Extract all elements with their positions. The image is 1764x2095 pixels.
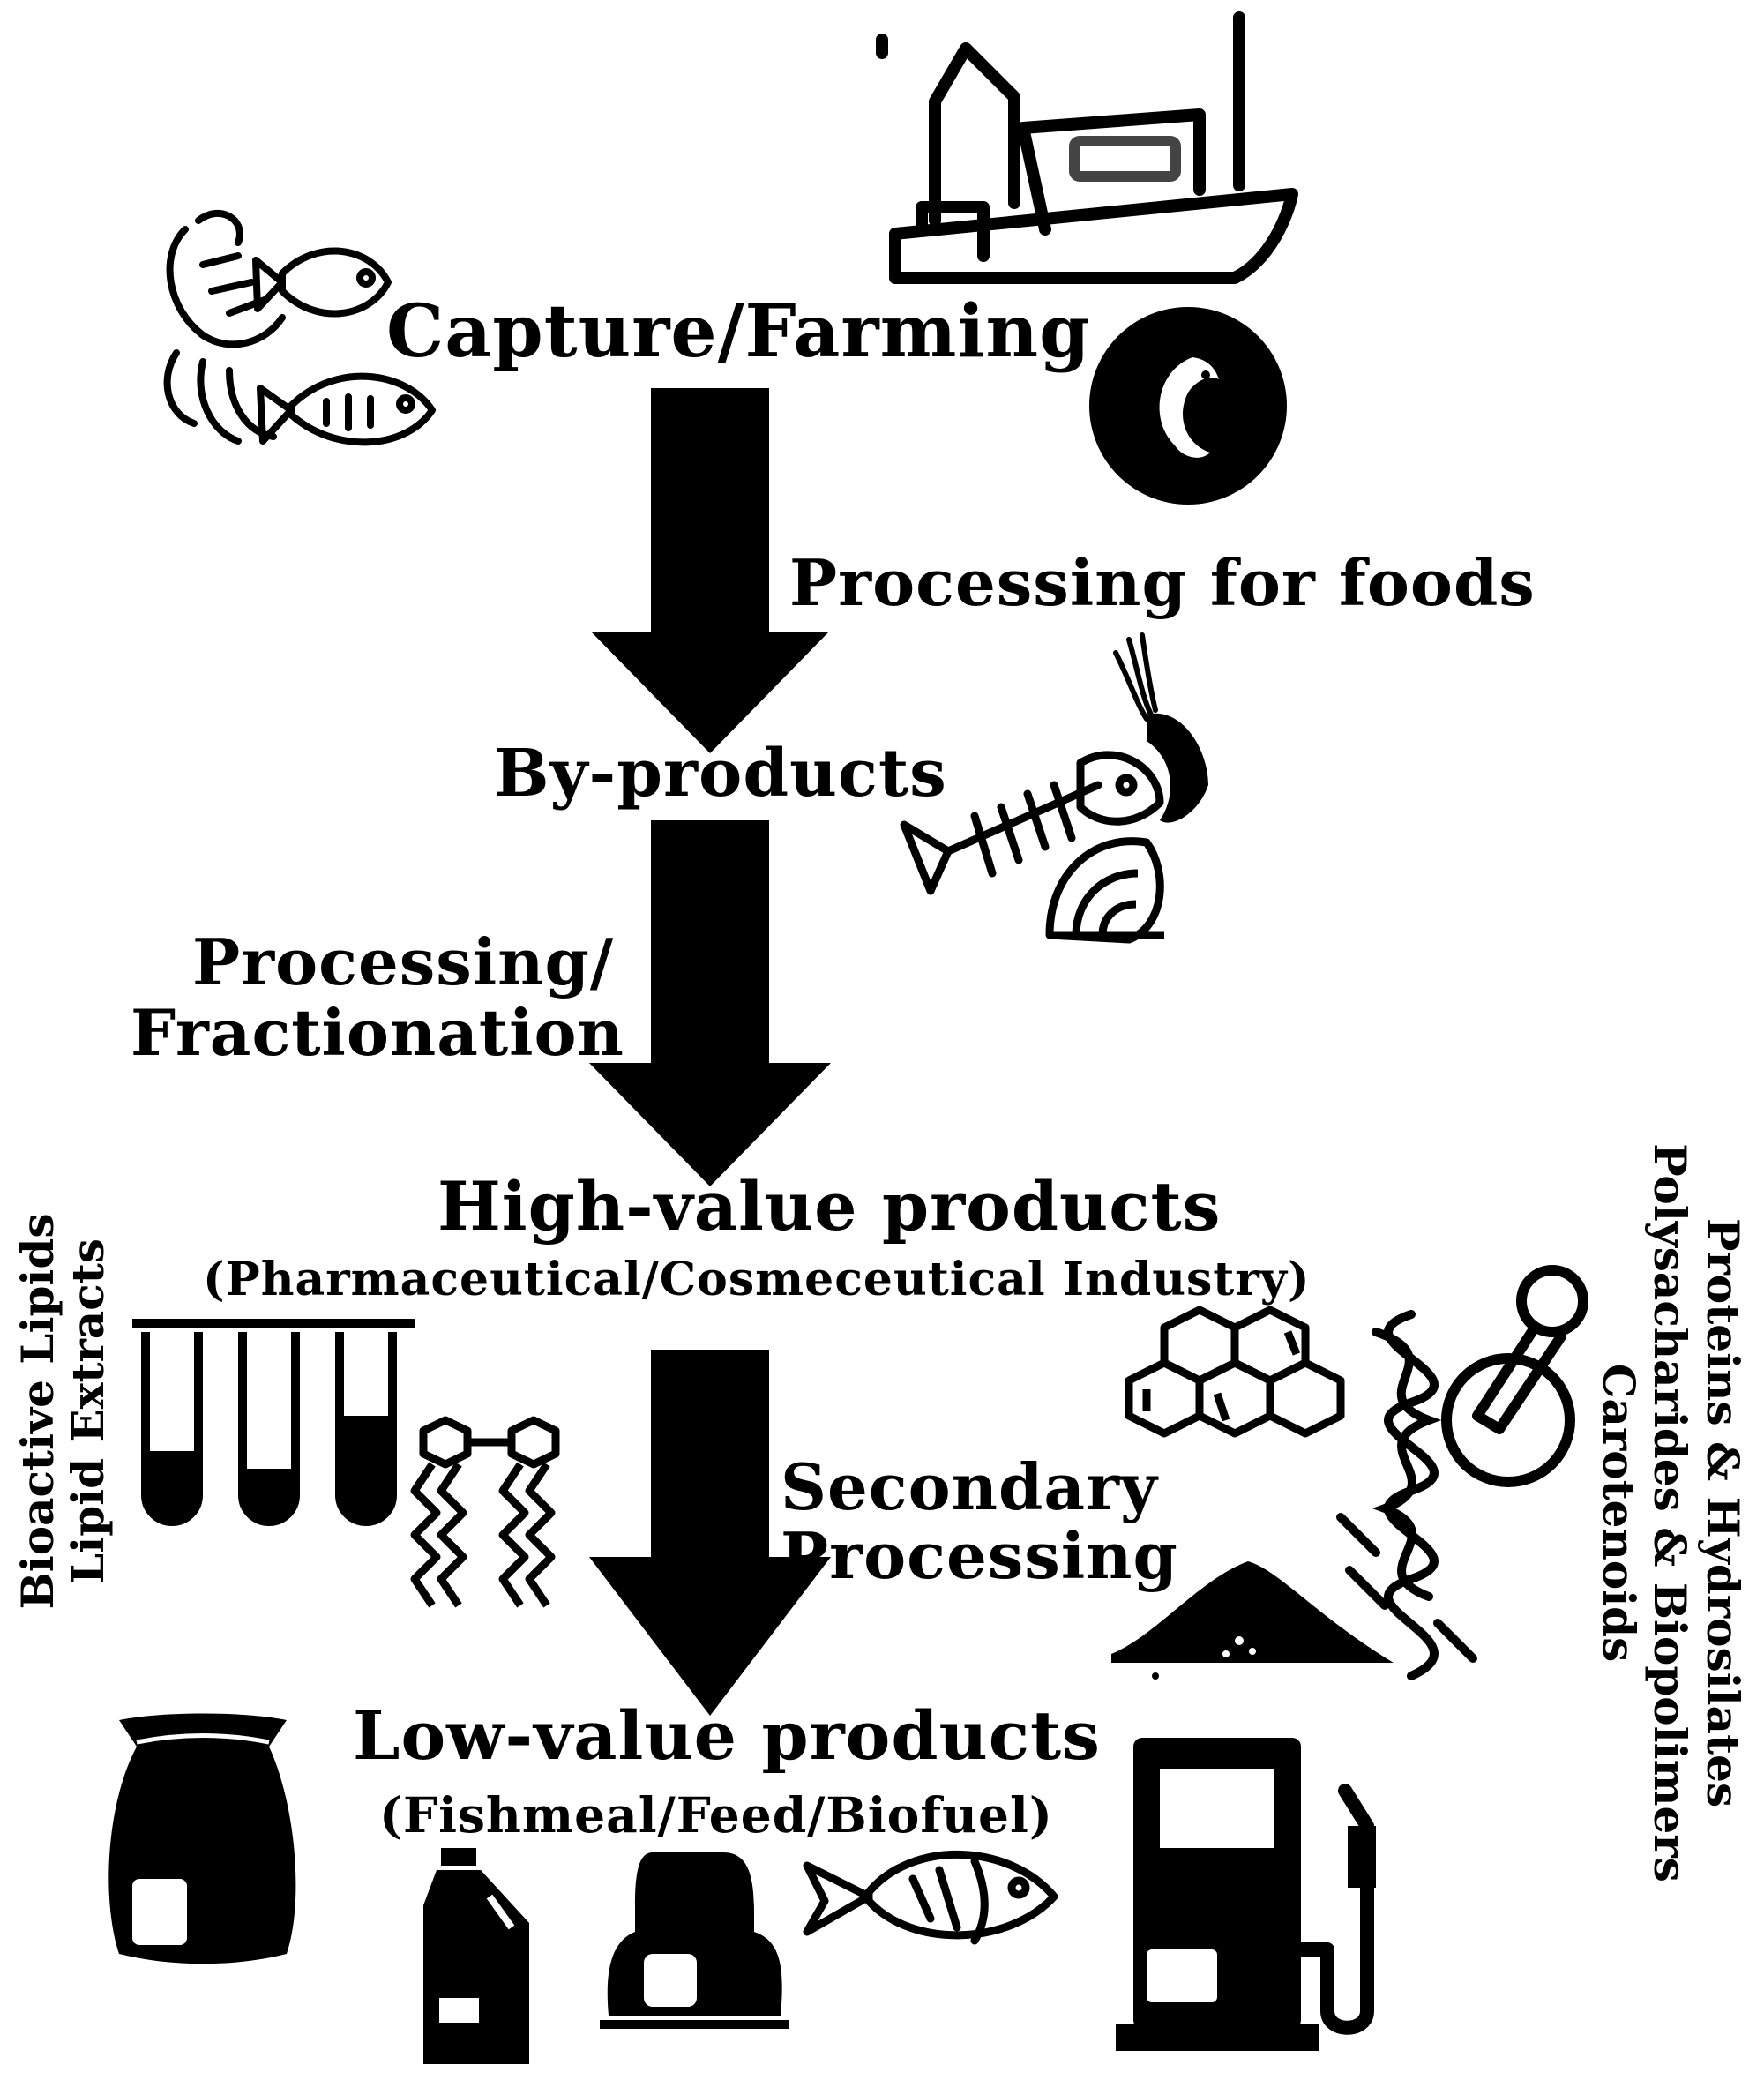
stage-high-value-subtitle: (Pharmaceutical/Cosmeceutical Industry) [203, 1253, 1311, 1306]
step-secondary-line1: Secondary [781, 1449, 1158, 1524]
step-processing-for-foods: Processing for foods [789, 545, 1536, 620]
shrimp-icon [1113, 632, 1208, 823]
powder-pile-icon [1111, 1561, 1394, 1680]
stage-byproducts: By-products [494, 736, 947, 812]
side-label-right-1: Proteins & Hydrosilates [1697, 1217, 1749, 1808]
step-processing-line1: Processing/ [192, 924, 615, 999]
lipid-molecule-icon [410, 1416, 560, 1608]
protein-helix-icon [1336, 1310, 1477, 1680]
shell-icon [1045, 837, 1164, 944]
stage-capture-farming: Capture/Farming [386, 289, 1091, 374]
side-label-right-3: Carotenoids [1593, 1363, 1645, 1663]
side-label-left-1: Bioactive Lipids [11, 1213, 64, 1610]
step-processing-line2: Processing [781, 1518, 1178, 1593]
feed-sack-icon [108, 1713, 296, 1964]
side-label-left-2: Lipid Extracts [62, 1238, 114, 1584]
step-fractionation-line2: Fractionation [131, 995, 624, 1070]
polycyclic-molecule-icon [1125, 1306, 1345, 1438]
hay-bale-icon [600, 1852, 789, 2029]
seafood-icon [163, 209, 436, 446]
fuel-pump-icon [1116, 1738, 1376, 2051]
fish-icon [803, 1850, 1058, 1945]
fishing-boat-icon [876, 11, 1298, 284]
stage-low-value-products: Low-value products [353, 1696, 1101, 1775]
test-tubes-icon [132, 1319, 415, 1526]
mortar-pestle-icon [1441, 1265, 1588, 1487]
fish-skeleton-icon [900, 751, 1164, 895]
fish-badge-icon [1089, 307, 1287, 505]
stage-low-value-subtitle: (Fishmeal/Feed/Biofuel) [379, 1786, 1053, 1844]
side-label-right-2: Polysacharides & Biopolimers [1644, 1143, 1696, 1882]
stage-high-value-products: High-value products [437, 1167, 1222, 1246]
oil-bottle-icon [423, 1848, 529, 2064]
